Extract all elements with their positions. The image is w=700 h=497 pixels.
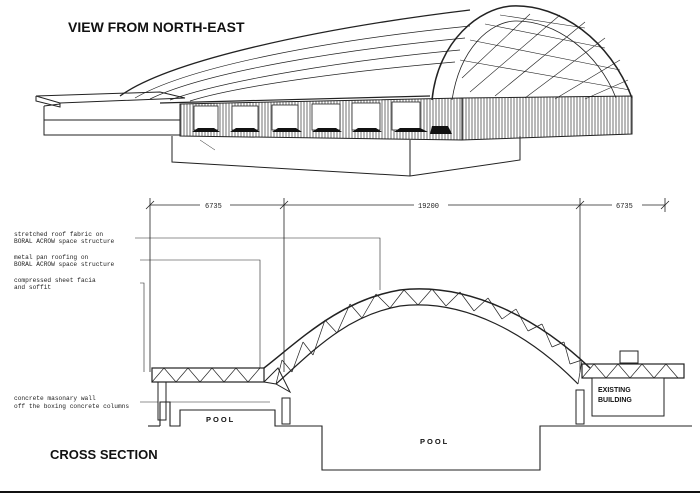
view-title: VIEW FROM NORTH-EAST xyxy=(68,19,245,35)
annotation-masonry-2: off the boxing concrete columns xyxy=(14,403,129,410)
dimension-line xyxy=(145,198,670,372)
dimension-left: 6735 xyxy=(205,203,222,211)
roof-vault xyxy=(119,9,471,104)
perspective-view: VIEW FROM NORTH-EAST xyxy=(35,5,633,177)
columns xyxy=(157,381,585,425)
main-arch xyxy=(262,288,591,394)
annotation-roof-fabric-1: stretched roof fabric on xyxy=(14,231,103,238)
existing-building: EXISTING BUILDING xyxy=(591,377,665,417)
pool-small-label: POOL xyxy=(206,415,235,424)
dimension-right: 6735 xyxy=(616,203,633,211)
annotation-fascia-1: compressed sheet facia xyxy=(14,277,96,284)
end-wall xyxy=(461,95,633,141)
right-truss xyxy=(581,350,685,379)
annotation-fascia-2: and soffit xyxy=(14,284,51,291)
end-arch xyxy=(431,5,633,101)
pool-main-label: POOL xyxy=(420,437,449,446)
left-truss xyxy=(151,367,265,383)
existing-building-label-1: EXISTING xyxy=(598,387,631,394)
annotations: stretched roof fabric on BORAL ACROW spa… xyxy=(14,231,129,410)
existing-building-label-2: BUILDING xyxy=(598,397,632,404)
cross-section: 6735 19200 6735 xyxy=(14,198,692,471)
annotation-roof-fabric-2: BORAL ACROW space structure xyxy=(14,238,115,245)
leader-lines xyxy=(135,237,381,403)
section-title: CROSS SECTION xyxy=(50,447,158,462)
annotation-masonry-1: concrete masonary wall xyxy=(14,395,96,402)
dimension-center: 19200 xyxy=(418,203,439,211)
left-canopy xyxy=(35,91,186,136)
side-glazing xyxy=(179,97,463,141)
annotation-pan-roof-1: metal pan roofing on xyxy=(14,254,89,261)
podium xyxy=(171,136,521,177)
annotation-pan-roof-2: BORAL ACROW space structure xyxy=(14,261,115,268)
ground-pools xyxy=(148,401,692,471)
